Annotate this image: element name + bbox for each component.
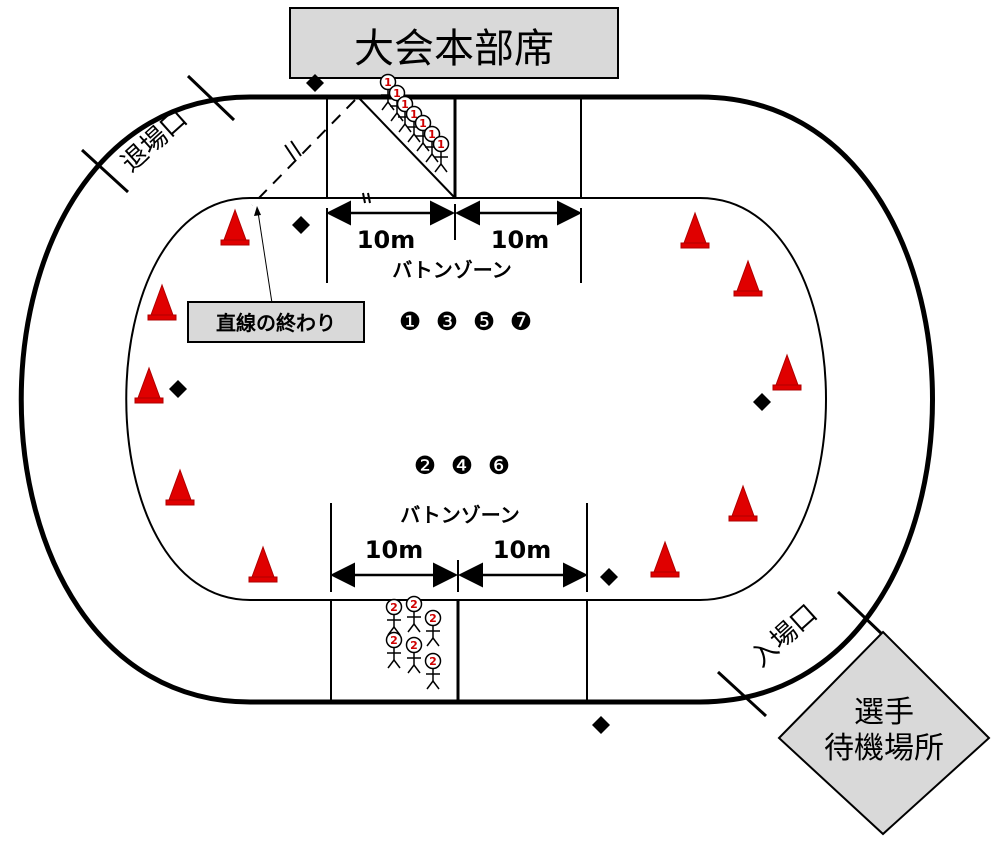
runner-icon: 1 [432,135,450,173]
top-zone-start-diagonal [357,96,456,199]
track-inner-line [125,197,827,601]
top-equal-mark-a [362,192,366,204]
runner-icon: 2 [385,631,403,669]
dashed-tick-a [284,144,296,161]
even-leg-2: ❷ [414,451,436,480]
runner-badge-number: 2 [390,634,398,647]
entrance-label: 入場口 [746,599,824,673]
top-right-distance: 10m [491,226,549,254]
cone-icon [147,284,177,321]
runner-badge-number: 2 [390,601,398,614]
cone-icon [134,367,164,404]
entrance-line-right [836,590,886,638]
cone-icon [733,260,763,297]
dashed-tick-b [290,140,302,157]
runner-badge-number: 2 [410,639,418,652]
even-leg-4: ❹ [451,451,473,480]
header-box [289,7,619,79]
runner-badge-number: 2 [429,612,437,625]
straight-end-pointer [257,211,273,304]
bottom-zone-label: バトンゾーン [400,503,520,527]
exit-line-left [80,148,130,194]
runner-badge-number: 1 [419,117,427,130]
cone-icon [165,469,195,506]
straight-end-box [187,301,365,343]
diamond-marker-icon [292,216,310,234]
entrance-line-left [716,670,768,718]
diamond-marker-icon [753,393,771,411]
runner-badge-number: 2 [410,598,418,611]
diamond-marker-icon [600,568,618,586]
cone-icon [650,541,680,578]
exit-line-right [186,74,236,122]
cone-icon [728,485,758,522]
track-outer-line [18,94,935,705]
straight-end-dashed-line [251,99,356,206]
odd-leg-7: ❼ [510,307,532,336]
straight-end-pointer-head [254,206,261,216]
runner-icon: 2 [405,636,423,674]
runner-badge-number: 2 [429,655,437,668]
runner-icon: 2 [424,609,442,647]
waiting-area-line2: 待機場所 [824,731,944,766]
top-zone-label: バトンゾーン [392,258,512,282]
diamond-marker-icon [592,716,610,734]
top-left-distance: 10m [357,226,415,254]
runner-badge-number: 1 [384,76,392,89]
cone-icon [220,209,250,246]
runner-badge-number: 1 [428,128,436,141]
top-equal-mark-b [367,192,371,204]
even-leg-6: ❻ [488,451,510,480]
odd-leg-1: ❶ [399,307,421,336]
runner-icon: 2 [405,595,423,633]
runner-badge-number: 1 [393,87,401,100]
diamond-markers [169,74,771,734]
straight-end-label: 直線の終わり [216,311,336,335]
runner-icon: 1 [414,114,432,152]
runner-badge-number: 1 [437,138,445,151]
bottom-right-distance: 10m [493,536,551,564]
runner-badge-number: 1 [401,98,409,111]
runner-icon: 2 [385,598,403,636]
header-label: 大会本部席 [354,26,554,72]
cone-icon [248,546,278,583]
cone-icon [680,212,710,249]
odd-leg-3: ❸ [436,307,458,336]
odd-leg-5: ❺ [473,307,495,336]
runner-badge-number: 1 [410,108,418,121]
waiting-area-line1: 選手 [854,695,914,730]
bottom-left-distance: 10m [365,536,423,564]
waiting-area-box [777,630,991,836]
diamond-marker-icon [169,380,187,398]
cone-icon [772,354,802,391]
runner-icon: 2 [424,652,442,690]
